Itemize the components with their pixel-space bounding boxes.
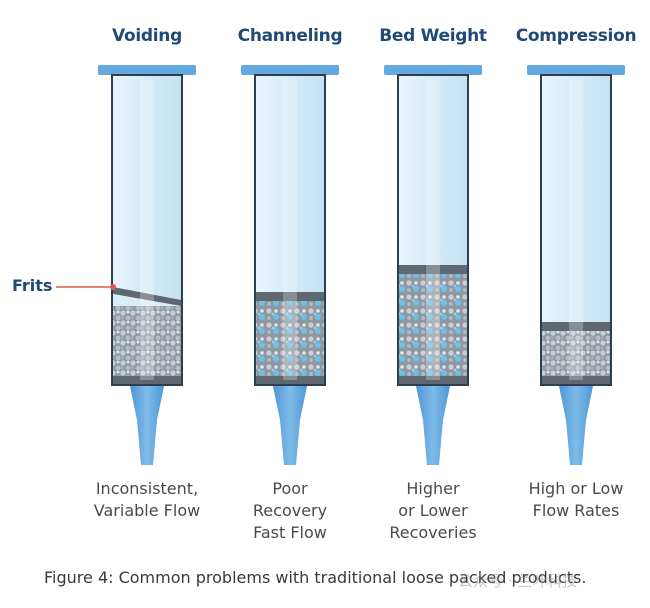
cap-flange	[384, 65, 482, 75]
packing-bed	[542, 330, 610, 384]
column-caption-compression: High or Low Flow Rates	[506, 478, 646, 522]
caption-line: Fast Flow	[253, 523, 327, 542]
cap-flange	[527, 65, 625, 75]
cartridge-bed-weight	[384, 65, 482, 465]
caption-line: Poor	[272, 479, 308, 498]
column-title-compression: Compression	[515, 26, 637, 46]
tip	[416, 386, 450, 465]
cap-flange	[98, 65, 196, 75]
frits-label: Frits	[12, 276, 53, 295]
column-title-channeling: Channeling	[237, 26, 343, 46]
cap-flange	[241, 65, 339, 75]
upper-frit	[542, 322, 610, 331]
lower-frit	[542, 376, 610, 384]
caption-line: High or Low	[528, 479, 624, 498]
upper-frit	[113, 287, 181, 306]
caption-line: Inconsistent,	[95, 479, 199, 498]
packing-bed	[256, 300, 324, 384]
caption-line: Recovery	[252, 501, 328, 520]
frits-leader-dot	[110, 284, 116, 290]
packing-bed	[113, 303, 181, 384]
highlight	[140, 80, 154, 380]
highlight	[283, 80, 297, 380]
lower-frit	[256, 376, 324, 384]
tip	[130, 386, 164, 465]
column-title-voiding: Voiding	[112, 26, 182, 46]
highlight	[569, 80, 583, 380]
caption-line: Flow Rates	[532, 501, 620, 520]
cartridge-channeling	[241, 65, 339, 465]
caption-line: Recoveries	[389, 523, 477, 542]
packing-bed	[399, 273, 467, 384]
highlight	[426, 80, 440, 380]
cartridge-compression	[527, 65, 625, 465]
column-title-bed-weight: Bed Weight	[379, 26, 487, 46]
cartridge-voiding	[98, 65, 196, 465]
void-gap	[113, 294, 181, 306]
caption-line: or Lower	[398, 501, 468, 520]
figure-caption: Figure 4: Common problems with tradition…	[44, 568, 587, 587]
column-caption-channeling: Poor Recovery Fast Flow	[220, 478, 360, 544]
column-caption-bed-weight: Higher or Lower Recoveries	[363, 478, 503, 544]
upper-frit	[256, 292, 324, 301]
lower-frit	[399, 376, 467, 384]
tip	[559, 386, 593, 465]
caption-line: Higher	[406, 479, 460, 498]
caption-line: Variable Flow	[93, 501, 201, 520]
tip	[273, 386, 307, 465]
upper-frit	[399, 265, 467, 274]
lower-frit	[113, 376, 181, 384]
watermark: 公众号 · 兰叶科技	[458, 572, 578, 590]
column-caption-voiding: Inconsistent, Variable Flow	[77, 478, 217, 522]
